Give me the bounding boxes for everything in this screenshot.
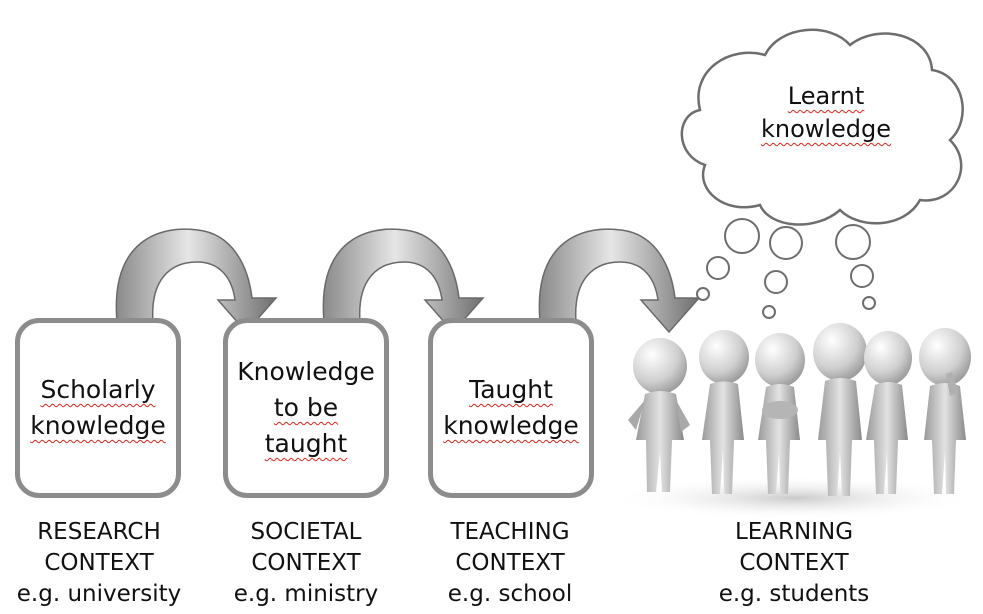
thought-cloud: [680, 28, 964, 226]
thought-bubble: [762, 305, 776, 319]
student-figure: [699, 330, 749, 494]
context-word: CONTEXT: [44, 550, 154, 576]
box-line: knowledge: [30, 411, 166, 440]
student-figure: [813, 323, 867, 496]
thought-bubbles: [696, 218, 876, 319]
thought-bubble: [706, 256, 730, 280]
context-title: SOCIETAL: [250, 519, 362, 545]
student-figure: [755, 333, 805, 494]
arrow-3: [538, 228, 701, 334]
thought-bubble: [769, 226, 803, 260]
students-illustration: [610, 323, 980, 520]
cloud-line-2: knowledge: [760, 115, 892, 143]
context-teaching: TEACHING CONTEXT e.g. school: [410, 517, 610, 610]
cloud-line-1: Learnt: [787, 82, 865, 110]
context-example: e.g. school: [447, 581, 573, 607]
thought-bubble: [835, 224, 871, 260]
cloud-label: Learnt knowledge: [726, 80, 926, 146]
thought-bubble: [764, 270, 788, 294]
box-knowledge-to-be-taught: Knowledge to be taught: [223, 318, 389, 498]
student-figure: [919, 328, 971, 494]
context-societal: SOCIETAL CONTEXT e.g. ministry: [206, 517, 406, 610]
context-title: RESEARCH: [37, 519, 161, 545]
student-figure: [864, 331, 912, 494]
thought-bubble: [862, 296, 876, 310]
context-example: e.g. ministry: [233, 581, 379, 607]
box-scholarly-knowledge: Scholarly knowledge: [15, 318, 181, 498]
box-line: Taught: [469, 375, 553, 404]
context-word: CONTEXT: [455, 550, 565, 576]
context-research: RESEARCH CONTEXT e.g. university: [0, 517, 199, 610]
box-taught-knowledge: Taught knowledge: [428, 318, 594, 498]
arrow-2: [322, 228, 485, 334]
student-figure: [628, 338, 690, 492]
context-word: CONTEXT: [251, 550, 361, 576]
context-title: TEACHING: [450, 519, 570, 545]
thought-bubble: [696, 287, 710, 301]
box-line: Scholarly: [40, 375, 156, 404]
box-line: Knowledge: [237, 357, 375, 386]
context-title: LEARNING: [734, 519, 854, 545]
arrow-1: [115, 228, 278, 334]
box-line: taught: [264, 429, 348, 458]
context-word: CONTEXT: [739, 550, 849, 576]
context-example: e.g. university: [16, 581, 182, 607]
thought-bubble: [850, 264, 874, 288]
box-line: to be: [273, 393, 339, 422]
context-example: e.g. students: [718, 581, 870, 607]
box-line: knowledge: [443, 411, 579, 440]
context-learning: LEARNING CONTEXT e.g. students: [694, 517, 894, 610]
thought-bubble: [724, 218, 760, 254]
